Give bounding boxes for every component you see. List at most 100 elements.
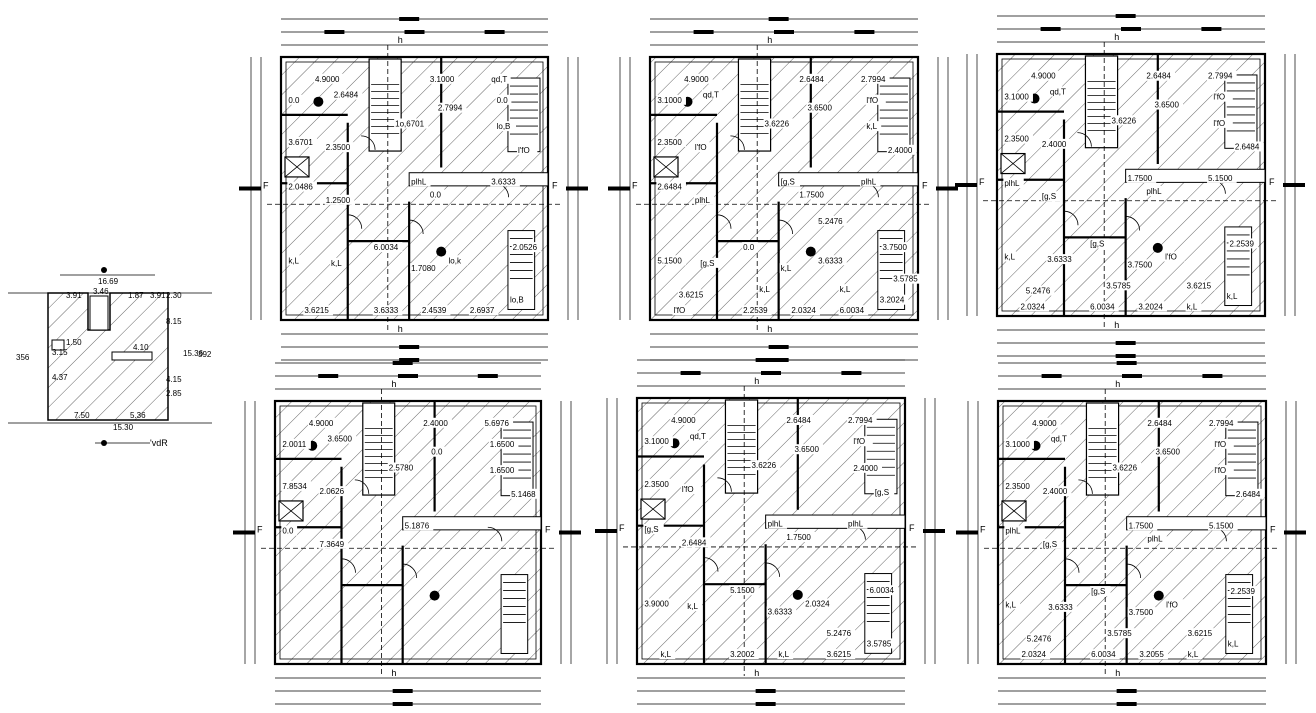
label-bg — [1004, 599, 1021, 610]
plan-label: 2.0324 — [1020, 302, 1045, 311]
plan-label: 3.6500 — [794, 445, 819, 454]
plan-label: 5.1500 — [1209, 521, 1234, 530]
label-bg — [508, 294, 530, 305]
label-bg — [1185, 280, 1216, 291]
plan-label: 2.6484 — [786, 416, 811, 425]
plan-label: plhL — [411, 177, 427, 186]
label-bg — [1225, 290, 1242, 301]
label-bg — [1090, 649, 1120, 660]
label-bg — [428, 189, 445, 200]
north-marker-icon — [101, 267, 107, 273]
plan-label: plhL — [861, 177, 877, 186]
label-bg — [307, 417, 338, 428]
dim-tag — [1116, 361, 1137, 365]
label-bg — [1228, 238, 1259, 249]
label-bg — [1030, 70, 1060, 81]
label-bg — [817, 215, 847, 226]
site-side-left: 356 — [16, 353, 30, 362]
section-mark-f: F — [922, 181, 928, 191]
plan-label: l'fO — [1213, 119, 1225, 128]
dim-tag — [398, 374, 418, 378]
label-bg — [766, 518, 788, 529]
site-dim: 4.15 — [166, 375, 182, 384]
label-bg — [1213, 438, 1234, 449]
label-bg — [865, 638, 896, 649]
label-bg — [287, 181, 317, 192]
label-bg — [701, 89, 723, 100]
corridor-band — [778, 172, 919, 187]
label-bg — [430, 446, 447, 457]
site-dim: 16.69 — [98, 277, 119, 286]
staircase-right — [1224, 74, 1258, 149]
site-dim: 15.36 — [183, 349, 204, 358]
dim-tag — [1122, 374, 1142, 378]
label-bg — [287, 94, 304, 105]
label-bg — [865, 94, 886, 105]
label-bg — [1004, 525, 1025, 536]
site-dim: 3.91 — [150, 291, 166, 300]
label-bg — [886, 144, 917, 155]
plan-label: 0.0 — [743, 243, 755, 252]
dim-tag — [595, 529, 617, 533]
label-bg — [1126, 259, 1157, 270]
label-bg — [1003, 251, 1020, 262]
plan-label: plhL — [1146, 187, 1162, 196]
label-bg — [656, 255, 686, 266]
label-bg — [303, 305, 333, 316]
dim-tag — [854, 30, 875, 34]
inner-wall — [285, 61, 544, 316]
label-bg — [656, 136, 686, 147]
label-bg — [1047, 601, 1077, 612]
label-bg — [447, 255, 468, 266]
label-bg — [643, 478, 673, 489]
label-bg — [680, 484, 702, 495]
level-marker-icon — [792, 589, 803, 600]
label-bg — [1208, 417, 1238, 428]
label-bg — [1004, 438, 1034, 449]
site-dim: 1.87 — [128, 291, 144, 300]
plan-label: 2.0011 — [282, 440, 306, 449]
site-dim: 3.46 — [93, 287, 109, 296]
outer-wall — [648, 55, 920, 322]
site-dim: 15.30 — [113, 423, 134, 432]
label-bg — [729, 649, 759, 660]
label-bg — [1040, 191, 1062, 202]
plan-label: [g,S — [1042, 192, 1056, 201]
label-bg — [1207, 70, 1237, 81]
plan-label: 2.6484 — [682, 538, 707, 547]
label-bg — [488, 465, 519, 476]
label-bg — [495, 94, 512, 105]
dim-tag — [693, 30, 714, 34]
label-bg — [1020, 649, 1051, 660]
plan-label: 6.0034 — [374, 243, 399, 252]
dim-tag — [1115, 341, 1136, 345]
label-bg — [798, 73, 828, 84]
plan-label: l'fO — [682, 485, 694, 494]
plan-label: 2.4000 — [423, 419, 448, 428]
plan-label: 4.9000 — [309, 419, 334, 428]
plan-label: 3.6215 — [679, 290, 704, 299]
label-bg — [1126, 172, 1157, 183]
site-dim: 3.15 — [52, 348, 68, 357]
dim-tag — [1284, 530, 1306, 535]
plan-label: 0.0 — [430, 191, 442, 200]
label-bg — [817, 255, 847, 266]
staircase-right — [1225, 421, 1259, 497]
label-bg — [403, 520, 434, 531]
plan-label: 3.6333 — [491, 177, 516, 186]
label-bg — [693, 142, 715, 153]
dim-tag — [761, 371, 781, 375]
label-bg — [847, 518, 868, 529]
plan-label: l'fO — [695, 143, 707, 152]
label-bg — [790, 305, 820, 316]
plan-label: plhL — [695, 196, 711, 205]
site-plan: 16.69 3.91 3.46 1.87 2.30 4.10 15.30 7.5… — [8, 267, 212, 448]
plan-label: 3.2024 — [880, 296, 905, 305]
dim-tag — [1040, 27, 1061, 31]
label-bg — [825, 627, 856, 638]
label-bg — [659, 649, 676, 660]
door-swing — [347, 214, 363, 229]
outer-wall — [996, 399, 1268, 666]
label-bg — [643, 524, 664, 535]
